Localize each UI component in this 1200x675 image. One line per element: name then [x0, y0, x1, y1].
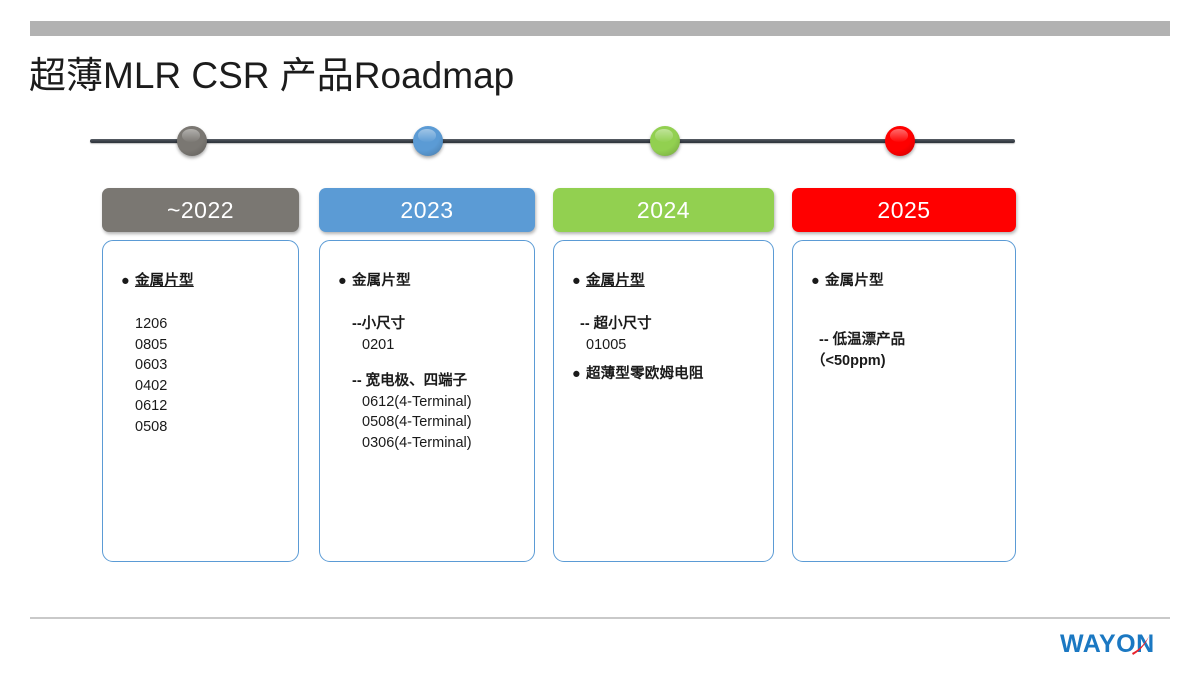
- spacer: [121, 290, 284, 314]
- year-header-2023[interactable]: 2023: [319, 188, 535, 232]
- year-header-2024[interactable]: 2024: [553, 188, 774, 232]
- roadmap-card-2025[interactable]: ●金属片型 -- 低温漂产品 （<50ppm): [792, 240, 1016, 562]
- card-item: 01005: [586, 336, 627, 353]
- card-item: 0201: [362, 336, 395, 353]
- dot-highlight: [655, 129, 673, 142]
- dot-highlight: [182, 129, 200, 142]
- year-label: ~2022: [166, 196, 235, 223]
- card-body: -- 低温漂产品 （<50ppm): [811, 290, 1001, 371]
- card-heading: ●金属片型: [572, 269, 759, 290]
- spacer: [572, 355, 759, 364]
- card-item: 0603: [135, 357, 168, 373]
- card-subheading: --小尺寸: [352, 316, 406, 332]
- spacer: [811, 314, 1001, 330]
- card-heading-label: 金属片型: [351, 273, 411, 289]
- bullet-icon: ●: [572, 273, 581, 289]
- card-heading: ●金属片型: [811, 269, 1001, 290]
- card-heading-label: 金属片型: [585, 273, 645, 289]
- card-item: 0805: [135, 336, 168, 353]
- card-heading-label: 金属片型: [824, 273, 884, 289]
- timeline: [0, 120, 1200, 166]
- card-body: --小尺寸 0201 -- 宽电极、四端子 0612(4-Terminal) 0508(…: [338, 290, 520, 453]
- svg-text:WAYON: WAYON: [1060, 630, 1155, 658]
- card-subheading: （<50ppm): [811, 352, 886, 369]
- marker-2024-dot: [650, 126, 680, 156]
- spacer: [572, 290, 759, 314]
- card-heading: ●金属片型: [121, 269, 284, 290]
- card-item: 0612: [135, 398, 168, 414]
- card-heading-secondary: ●超薄型零欧姆电阻: [572, 364, 759, 385]
- footer-divider: [30, 617, 1170, 619]
- wayon-logo: WAYON: [1060, 630, 1180, 660]
- year-label: 2023: [400, 196, 454, 223]
- card-item: 0508: [135, 418, 168, 435]
- marker-2022-dot: [177, 126, 207, 156]
- card-item: 1206: [135, 316, 168, 332]
- card-item: 0402: [135, 377, 168, 394]
- card-subheading: -- 低温漂产品: [819, 332, 906, 348]
- card-item: 0508(4-Terminal): [362, 414, 472, 430]
- roadmap-card-2023[interactable]: ●金属片型 --小尺寸 0201 -- 宽电极、四端子 0612(4-Terminal)…: [319, 240, 535, 562]
- bullet-icon: ●: [121, 273, 130, 289]
- spacer: [338, 355, 520, 371]
- bullet-icon: ●: [811, 273, 820, 289]
- card-body: 1206 0805 0603 0402 0612 0508: [121, 290, 284, 437]
- bullet-icon: ●: [572, 366, 581, 382]
- card-subheading: -- 超小尺寸: [580, 316, 652, 332]
- card-heading-label: 金属片型: [134, 273, 194, 289]
- card-subheading: -- 宽电极、四端子: [352, 373, 468, 389]
- dot-highlight: [418, 129, 436, 142]
- year-label: 2025: [877, 196, 931, 223]
- year-header-2025[interactable]: 2025: [792, 188, 1016, 232]
- card-heading-secondary-label: 超薄型零欧姆电阻: [585, 366, 704, 382]
- timeline-axis-line: [90, 139, 1015, 143]
- marker-2025-dot: [885, 126, 915, 156]
- header-decor-bar: [30, 21, 1170, 36]
- year-label: 2024: [636, 196, 691, 223]
- bullet-icon: ●: [338, 273, 347, 289]
- spacer: [811, 290, 1001, 314]
- card-heading: ●金属片型: [338, 269, 520, 290]
- dot-highlight: [890, 129, 908, 142]
- marker-2023-dot: [413, 126, 443, 156]
- card-item: 0612(4-Terminal): [362, 393, 472, 410]
- card-body: -- 超小尺寸 01005 ●超薄型零欧姆电阻: [572, 290, 759, 385]
- page-title: 超薄MLR CSR 产品Roadmap: [29, 55, 515, 96]
- year-header-approx-2022[interactable]: ~2022: [102, 188, 299, 232]
- roadmap-card-approx-2022[interactable]: ●金属片型 1206 0805 0603 0402 0612 0508: [102, 240, 299, 562]
- spacer: [338, 290, 520, 314]
- card-item: 0306(4-Terminal): [362, 434, 472, 451]
